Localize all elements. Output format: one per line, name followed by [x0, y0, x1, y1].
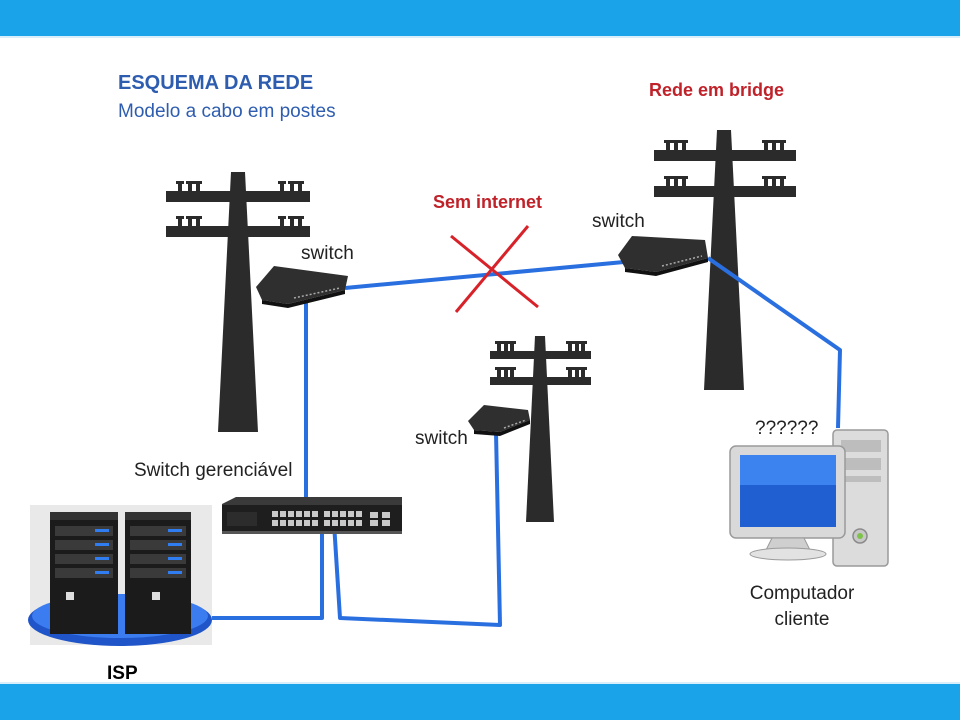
utility-pole-icon — [166, 172, 310, 432]
bottom-accent-bar — [0, 684, 960, 720]
client-label-line1: Computador — [749, 583, 855, 604]
top-accent-line — [0, 36, 960, 38]
switch-icon — [618, 236, 708, 276]
isp-label: ISP — [107, 663, 138, 684]
diagram-title: ESQUEMA DA REDE — [118, 72, 314, 94]
desktop-computer-icon — [729, 429, 889, 567]
no-connection-icon — [450, 225, 539, 313]
switch-label-right: switch — [592, 211, 645, 232]
diagram-subtitle: Modelo a cabo em postes — [118, 101, 336, 122]
bridge-label: Rede em bridge — [649, 80, 785, 100]
client-label-line2: cliente — [774, 609, 830, 630]
no-internet-label: Sem internet — [433, 192, 543, 212]
bottom-accent-line — [0, 682, 960, 684]
utility-pole-icon — [654, 130, 796, 390]
managed-switch-icon — [222, 497, 402, 534]
switch-label-middle: switch — [415, 428, 468, 449]
server-icon — [28, 505, 212, 646]
switch-icon — [256, 266, 348, 308]
unknown-label: ?????? — [755, 418, 819, 439]
switch-icon — [468, 405, 530, 436]
cable-network — [204, 256, 842, 627]
managed-switch-label: Switch gerenciável — [134, 460, 293, 481]
top-accent-bar — [0, 0, 960, 36]
switch-label-left: switch — [301, 243, 354, 264]
utility-pole-icon — [490, 336, 591, 522]
